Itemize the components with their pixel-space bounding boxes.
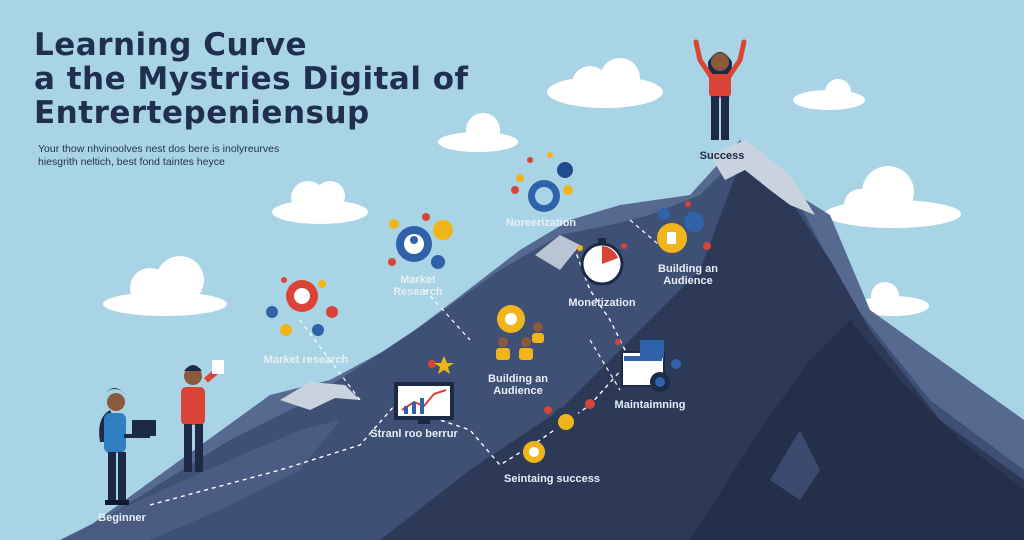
title-line-3: Entrertepeniensup — [34, 95, 370, 131]
mountain-left-slope — [60, 420, 340, 540]
person-holding-paper-icon — [181, 360, 224, 472]
cloud-icon — [825, 166, 961, 228]
snow-cap-left — [280, 382, 360, 410]
cloud-icon — [438, 113, 518, 152]
label-maintaining: Maintaimning — [614, 399, 686, 411]
cloud-icon — [547, 58, 663, 108]
label-start-business: Stranl roo berrur — [370, 428, 458, 440]
gear-bulb-icon — [266, 277, 338, 336]
snow-cap-summit — [710, 140, 815, 215]
path-link — [589, 339, 621, 391]
gear-people-icon — [388, 213, 453, 269]
title-line-1: Learning Curve — [34, 27, 308, 63]
clouds — [103, 58, 961, 316]
page-title: Learning Curve a the Mystries Digital of… — [34, 28, 469, 130]
cloud-icon — [272, 181, 368, 224]
label-success: Success — [699, 150, 745, 162]
label-beginner: Beginner — [98, 512, 146, 524]
gear-cluster-icon — [511, 152, 573, 212]
dashboard-gear-icon — [615, 339, 681, 392]
subtitle-line-1: Your thow nhvinoolves nest dos bere is i… — [38, 143, 280, 155]
label-building-audience-high: Building an Audience — [658, 263, 718, 287]
label-building-audience-mid: Building an Audience — [488, 373, 548, 397]
cloud-icon — [103, 256, 227, 316]
path-link — [299, 319, 361, 401]
coin-gear-icon — [523, 399, 595, 463]
path-link — [424, 289, 471, 341]
growth-chart-icon — [394, 356, 454, 424]
celebrating-person-icon — [693, 39, 747, 140]
snow-patch — [535, 235, 580, 270]
subtitle: Your thow nhvinoolves nest dos bere is i… — [38, 143, 279, 169]
title-line-2: a the Mystries Digital of — [34, 61, 469, 97]
label-market-research-low: Market research — [263, 354, 349, 366]
rock-face — [770, 430, 820, 500]
label-monetization: Monetization — [568, 297, 636, 309]
lightbulb-coin-icon — [657, 201, 711, 253]
label-market-research-mid: Market Research — [393, 274, 443, 298]
subtitle-line-2: hiesgrith neltich, best fond taintes hey… — [38, 156, 225, 168]
label-monetization-top: Noreerization — [505, 217, 577, 229]
person-with-laptop-icon — [99, 388, 156, 505]
stopwatch-icon — [577, 238, 627, 286]
cloud-icon — [793, 79, 865, 110]
mountain-front-right — [690, 320, 1024, 540]
label-sustaining-success: Seintaing success — [504, 473, 600, 485]
cloud-icon — [857, 282, 929, 316]
team-icon — [496, 305, 544, 360]
